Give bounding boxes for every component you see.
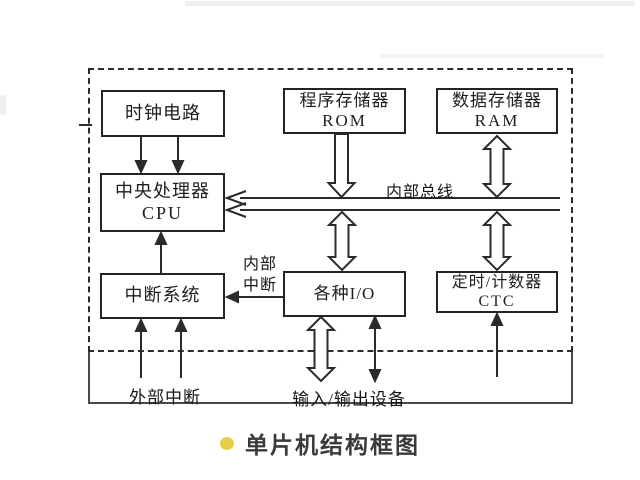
- clock-circuit-box: 时钟电路: [101, 90, 225, 137]
- rom-to-bus-arrow: [326, 133, 357, 199]
- clock-circuit-label: 时钟电路: [125, 102, 201, 123]
- bus-ctc-double-arrow: [481, 210, 513, 272]
- io-devices-thin-arrow-up: [368, 314, 382, 329]
- left-border-tick: [79, 124, 92, 126]
- external-interrupt-arrow-right: [174, 317, 188, 332]
- clock-cpu-arrow-right: [171, 160, 185, 175]
- chip-dashed-boundary: [88, 68, 573, 352]
- external-interrupt-arrow-left: [134, 317, 148, 332]
- bus-upper-arrowhead-left: [224, 190, 247, 206]
- external-interrupt-label: 外部中断: [129, 388, 201, 407]
- interrupt-system-box: 中断系统: [100, 273, 225, 319]
- cpu-label-en: CPU: [141, 202, 183, 223]
- interrupt-system-label: 中断系统: [124, 285, 201, 306]
- scan-streak: [0, 95, 6, 115]
- io-devices-double-arrow: [305, 315, 337, 383]
- scan-streak: [380, 54, 605, 58]
- io-box: 各种I/O: [283, 271, 406, 317]
- rom-label-en: ROM: [322, 111, 367, 130]
- bus-io-double-arrow: [326, 210, 358, 272]
- ram-label-cn: 数据存储器: [452, 90, 542, 110]
- ctc-label-cn: 定时/计数器: [451, 273, 543, 291]
- io-label: 各种I/O: [313, 283, 376, 303]
- io-interrupt-arrow: [224, 290, 239, 304]
- external-ctc-arrow: [490, 311, 504, 326]
- cpu-box: 中央处理器 CPU: [100, 173, 225, 232]
- ctc-label-en: CTC: [478, 293, 516, 310]
- internal-bus-label: 内部总线: [386, 184, 455, 201]
- bus-lower-arrowhead-left: [224, 202, 247, 218]
- internal-interrupt-label: 内部 中断: [240, 254, 280, 296]
- scan-streak: [185, 1, 635, 6]
- external-devices-zone: [88, 352, 573, 404]
- ram-box: 数据存储器 RAM: [436, 88, 558, 134]
- rom-label-cn: 程序存储器: [299, 90, 390, 110]
- caption-text: 单片机结构框图: [245, 432, 420, 458]
- caption: 单片机结构框图: [220, 428, 420, 458]
- interrupt-cpu-arrow: [154, 230, 168, 245]
- ram-label-en: RAM: [474, 111, 520, 130]
- internal-interrupt-label-line1: 内部: [242, 256, 277, 273]
- rom-box: 程序存储器 ROM: [283, 88, 406, 134]
- internal-interrupt-label-line2: 中断: [242, 277, 277, 294]
- clock-cpu-arrow-left: [134, 160, 148, 175]
- io-devices-thin-arrow-down: [368, 369, 382, 384]
- cpu-label-cn: 中央处理器: [115, 180, 210, 201]
- caption-bullet-icon: [220, 436, 234, 450]
- ram-bus-double-arrow: [481, 134, 513, 199]
- io-devices-label: 输入/输出设备: [292, 390, 406, 409]
- ctc-box: 定时/计数器 CTC: [436, 271, 558, 313]
